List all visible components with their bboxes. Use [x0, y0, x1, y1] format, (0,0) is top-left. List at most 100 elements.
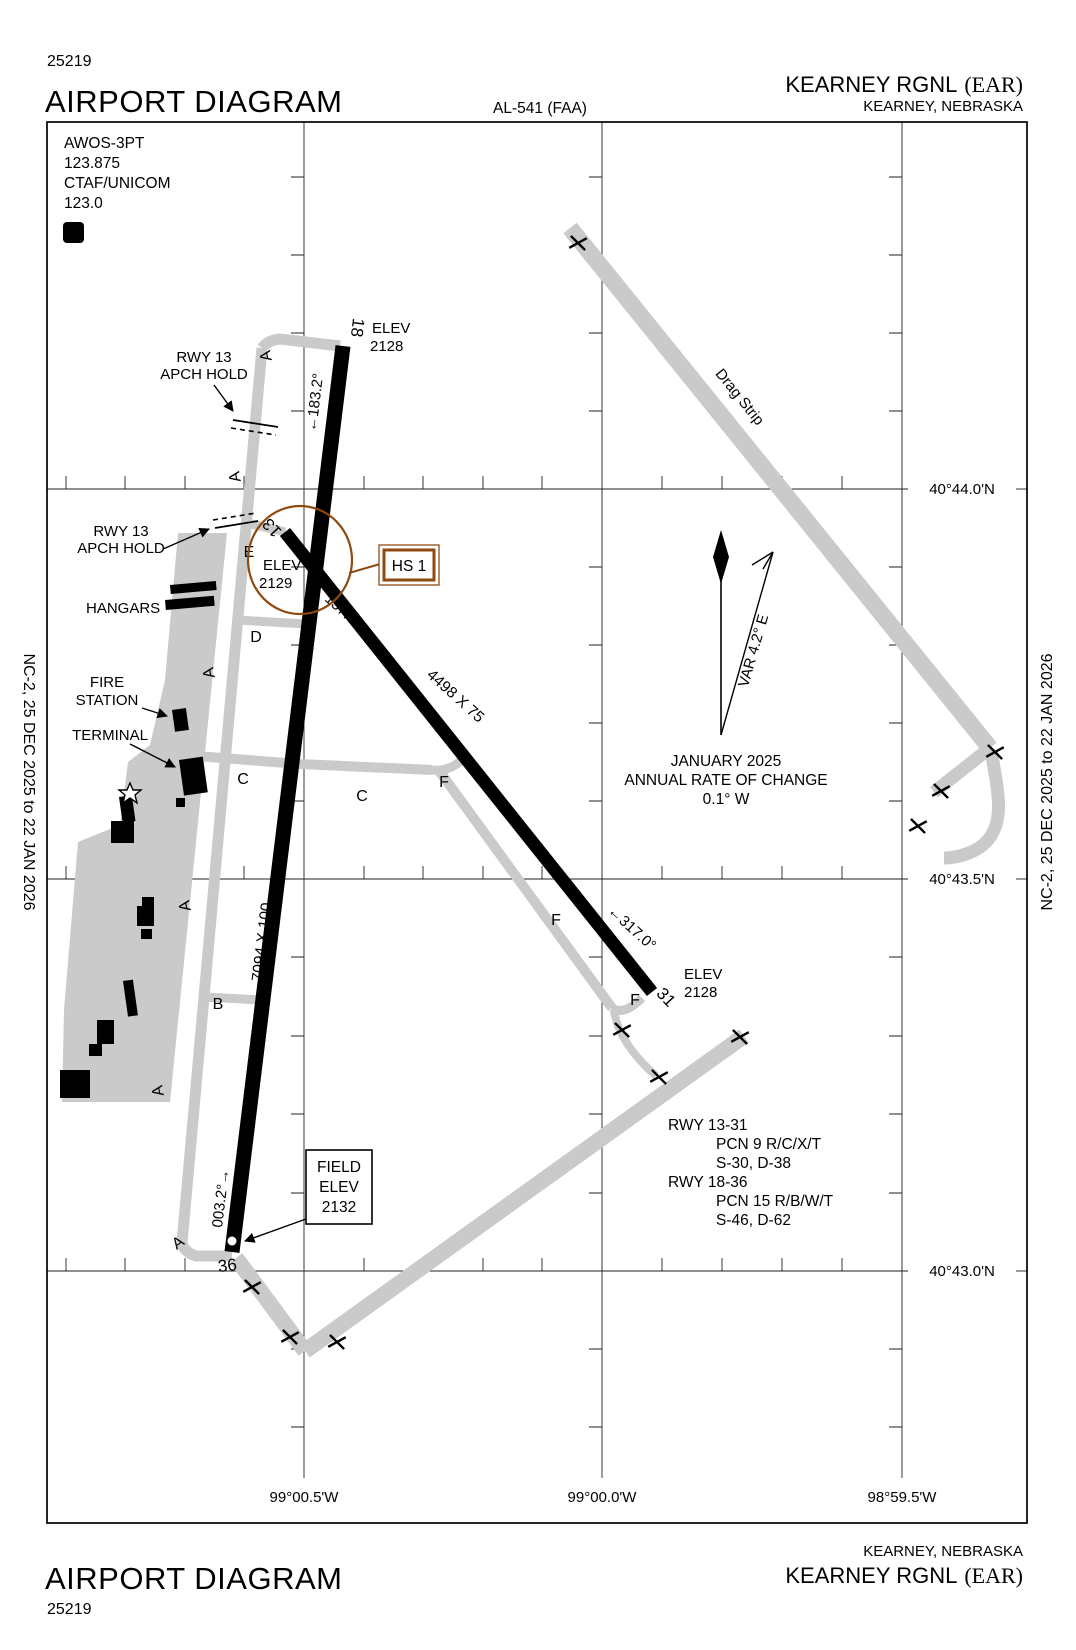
variation-date: JANUARY 2025: [671, 753, 782, 770]
airport-directory-symbol: [63, 222, 84, 243]
drag-strip-branch-a: [929, 742, 995, 798]
cycle-text-left: NC-2, 25 DEC 2025 to 22 JAN 2026: [20, 653, 37, 910]
taxiway-label-f: F: [439, 774, 449, 791]
magnetic-variation-label: VAR 4.2° E: [735, 612, 772, 689]
closed-x-icon: [612, 1022, 632, 1038]
annual-rate-value: 0.1° W: [703, 791, 750, 808]
runway-data-block: RWY 13-31 PCN 9 R/C/X/T S-30, D-38 RWY 1…: [668, 1117, 834, 1229]
taxiway-f: [435, 769, 617, 1011]
taxiway-a-north-connector: [257, 333, 341, 352]
taxiway-label-c: C: [237, 771, 249, 788]
airport-name-header: KEARNEY RGNL (EAR): [785, 72, 1023, 97]
airport-icao-text: (EAR): [964, 1563, 1023, 1588]
building: [141, 929, 152, 939]
directory-d-icon: D: [68, 225, 79, 242]
page-title: AIRPORT DIAGRAM: [45, 84, 342, 119]
drag-strip-pavement: [563, 222, 997, 754]
field-elev-leader: [244, 1218, 307, 1243]
airport-name-text: KEARNEY RGNL: [785, 72, 957, 97]
taxiway-label-a: A: [200, 666, 219, 680]
building: [60, 1070, 90, 1098]
elev-13-value: 2129: [259, 575, 292, 592]
awos-freq: 123.875: [64, 155, 120, 172]
fire-station-building: [172, 708, 189, 732]
annual-rate-label: ANNUAL RATE OF CHANGE: [624, 772, 827, 789]
apch-hold-1-line2: APCH HOLD: [160, 366, 248, 383]
hold-line-dashed: [230, 427, 277, 436]
building: [97, 1020, 114, 1044]
runway-13-heading: 137.0°→: [321, 590, 376, 642]
field-elev-box: FIELD ELEV 2132: [305, 1149, 373, 1225]
closed-x-icon: [327, 1334, 347, 1350]
field-elev-line3: 2132: [322, 1199, 356, 1216]
taxiway-a-south-connector: [176, 1241, 232, 1262]
terminal-building: [178, 756, 208, 796]
lat-ticks-line3: [889, 176, 902, 1428]
closed-x-icon: [568, 235, 588, 251]
closed-x-icon: [908, 818, 928, 834]
city-state-footer: KEARNEY, NEBRASKA: [863, 1543, 1023, 1560]
apch-hold-2-line1: RWY 13: [93, 523, 148, 540]
elev-31-label: ELEV: [684, 966, 722, 983]
runway-13-31: [279, 527, 658, 997]
lon-ticks-line3: [65, 1258, 843, 1271]
closed-x-icon: [931, 783, 951, 799]
taxiway-e-stub: [241, 517, 287, 537]
fire-station-leader: [141, 707, 169, 719]
lat-label-3: 40°43.0'N: [929, 1263, 995, 1280]
airport-name-footer: KEARNEY RGNL (EAR): [785, 1563, 1023, 1588]
variation-date-block: JANUARY 2025 ANNUAL RATE OF CHANGE 0.1° …: [624, 753, 827, 808]
taxiway-label-a: A: [149, 1084, 168, 1098]
lat-ticks-line2: [589, 176, 602, 1428]
taxiway-label-f: F: [630, 992, 640, 1009]
runway-number-18: 18: [347, 317, 368, 338]
ctaf-label: CTAF/UNICOM: [64, 175, 170, 192]
magnetic-north-arrowhead-icon: [751, 551, 774, 570]
hotspot-box-inner: [382, 548, 436, 582]
ctaf-freq: 123.0: [64, 195, 103, 212]
drag-strip-branch-b: [943, 749, 1005, 865]
pavement-layer: [62, 222, 1005, 1358]
terminal-leader: [129, 743, 176, 768]
airport-name-text: KEARNEY RGNL: [785, 1563, 957, 1588]
footer: AIRPORT DIAGRAM 25219 KEARNEY, NEBRASKA …: [45, 1543, 1023, 1618]
hotspot: HS 1: [246, 504, 440, 616]
rwy-data-row: S-30, D-38: [716, 1155, 791, 1172]
closed-x-icon: [985, 744, 1005, 760]
footer-title: AIRPORT DIAGRAM: [45, 1561, 342, 1596]
lon-label-2: 99°00.0'W: [568, 1489, 638, 1506]
hold-line-solid: [232, 419, 279, 428]
runway-18-heading: ←183.2°: [303, 372, 327, 432]
taxiway-label-a: A: [176, 899, 195, 913]
airport-icao-text: (EAR): [964, 72, 1023, 97]
closed-x-marks: [242, 235, 1005, 1350]
hangars-label: HANGARS: [86, 600, 160, 617]
field-elev-line1: FIELD: [317, 1159, 361, 1176]
cycle-text-right: NC-2, 25 DEC 2025 to 22 JAN 2026: [1039, 653, 1056, 910]
closed-runway-short: [229, 1253, 312, 1356]
beacon-star-icon: [117, 781, 143, 805]
hold-line-dashed: [212, 512, 257, 521]
fire-station-label-line2: STATION: [76, 692, 139, 709]
rwy-data-row: PCN 9 R/C/X/T: [716, 1136, 822, 1153]
field-elev-dot: [227, 1236, 237, 1246]
runway-layer: [224, 345, 658, 1253]
magnetic-north-line: [720, 551, 774, 736]
hangar-building: [165, 595, 215, 610]
taxiway-label-d: D: [250, 629, 262, 646]
taxiway-f-31-connector: [609, 994, 646, 1015]
building: [89, 1044, 102, 1056]
print-code-top: 25219: [47, 53, 92, 70]
closed-x-icon: [280, 1329, 300, 1345]
apch-hold-1-line1: RWY 13: [176, 349, 231, 366]
grid-labels: 40°44.0'N 40°43.5'N 40°43.0'N 99°00.5'W …: [270, 481, 995, 1506]
elev-13-label: ELEV: [263, 557, 301, 574]
lon-label-1: 99°00.5'W: [270, 1489, 340, 1506]
elev-31-value: 2128: [684, 984, 717, 1001]
taxiway-d-stub: [236, 615, 307, 629]
lat-label-2: 40°43.5'N: [929, 871, 995, 888]
building: [137, 906, 154, 926]
building: [123, 979, 138, 1017]
taxiway-label-a: A: [257, 349, 276, 363]
